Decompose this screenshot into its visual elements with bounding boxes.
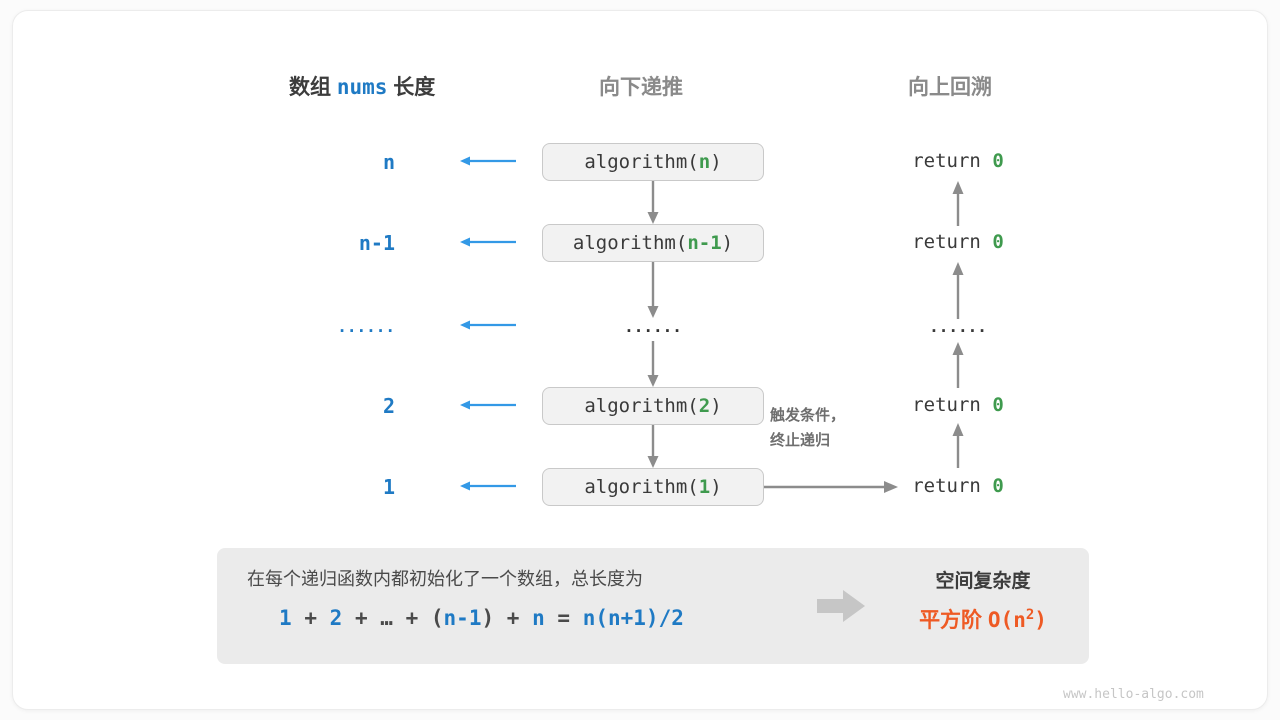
terminate-note-line-2: 终止递归 bbox=[770, 432, 831, 449]
down-arrow-4-to-5 bbox=[647, 425, 659, 468]
algorithm-call-arg: 2 bbox=[698, 395, 711, 417]
up-arrow-ellipsis-to-2 bbox=[952, 262, 964, 319]
paren-open: ( bbox=[687, 151, 699, 173]
paren-close: ) bbox=[721, 232, 734, 254]
length-label-row-3: ······ bbox=[337, 321, 395, 340]
length-label-row-1: n bbox=[382, 150, 395, 174]
return-keyword: return bbox=[912, 394, 981, 416]
return-value: 0 bbox=[992, 231, 1004, 253]
formula-term-13: n(n+1)/2 bbox=[582, 606, 684, 630]
header-backtrack-up: 向上回溯 bbox=[908, 76, 992, 99]
down-arrow-2-to-ellipsis bbox=[647, 262, 659, 318]
return-value: 0 bbox=[992, 475, 1004, 497]
down-arrow-ellipsis-to-4 bbox=[647, 341, 659, 387]
formula-term-5: … bbox=[380, 606, 393, 630]
formula-term-7: ( bbox=[430, 606, 444, 630]
return-value: 0 bbox=[992, 394, 1004, 416]
return-label-row-2: return 0 bbox=[878, 231, 1038, 253]
length-label-row-5: 1 bbox=[382, 475, 395, 499]
header-left-prefix: 数组 bbox=[289, 76, 331, 99]
up-arrow-4-to-ellipsis bbox=[952, 342, 964, 388]
header-left-code: nums bbox=[336, 75, 388, 99]
return-ellipsis-row-3: ······ bbox=[929, 321, 987, 340]
blue-arrow-row-1 bbox=[460, 156, 516, 166]
return-keyword: return bbox=[912, 475, 981, 497]
formula-term-8: n-1 bbox=[443, 606, 482, 630]
header-recurse-down: 向下递推 bbox=[599, 76, 683, 99]
paren-close: ) bbox=[710, 395, 722, 417]
return-label-row-4: return 0 bbox=[878, 394, 1038, 416]
paren-close: ) bbox=[710, 151, 722, 173]
header-array-length: 数组 nums 长度 bbox=[289, 71, 435, 101]
formula-term-6: + bbox=[405, 606, 419, 630]
algorithm-call-name: algorithm bbox=[584, 151, 688, 173]
formula-term-10: + bbox=[506, 606, 520, 630]
up-arrow-5-to-4 bbox=[952, 423, 964, 468]
algorithm-ellipsis-row-3: ······ bbox=[624, 321, 682, 340]
formula-term-3: 2 bbox=[329, 606, 343, 630]
up-arrow-2-to-1 bbox=[952, 181, 964, 226]
algorithm-box-row-2[interactable]: algorithm(n-1) bbox=[542, 224, 764, 262]
algorithm-call-name: algorithm bbox=[584, 395, 688, 417]
watermark: www.hello-algo.com bbox=[1063, 687, 1204, 702]
complexity-bigo-suffix: ) bbox=[1034, 608, 1047, 632]
summary-description: 在每个递归函数内都初始化了一个数组，总长度为 bbox=[247, 569, 643, 589]
return-value: 0 bbox=[992, 150, 1004, 172]
return-keyword: return bbox=[912, 150, 981, 172]
formula-term-9: ) bbox=[481, 606, 495, 630]
algorithm-call-arg: n bbox=[698, 151, 711, 173]
paren-open: ( bbox=[675, 232, 688, 254]
algorithm-box-row-1[interactable]: algorithm(n) bbox=[542, 143, 764, 181]
paren-close: ) bbox=[710, 476, 722, 498]
blue-arrow-row-2 bbox=[460, 237, 516, 247]
algorithm-call-arg: 1 bbox=[698, 476, 711, 498]
formula-term-4: + bbox=[354, 606, 368, 630]
complexity-bigo-exponent: 2 bbox=[1025, 607, 1035, 623]
return-keyword: return bbox=[912, 231, 981, 253]
summary-formula: 1 + 2 + … + (n-1) + n = n(n+1)/2 bbox=[279, 606, 684, 630]
complexity-title: 空间复杂度 bbox=[935, 571, 1031, 592]
figure-card: 数组 nums 长度 向下递推 向上回溯 n n-1 ······ 2 1 bbox=[12, 10, 1268, 710]
blue-arrow-row-5 bbox=[460, 481, 516, 491]
paren-open: ( bbox=[687, 395, 699, 417]
length-label-row-4: 2 bbox=[382, 394, 395, 418]
algorithm-call-name: algorithm bbox=[572, 232, 676, 254]
blue-arrow-row-4 bbox=[460, 400, 516, 410]
complexity-bigo-prefix: O(n bbox=[987, 608, 1026, 632]
return-label-row-5: return 0 bbox=[878, 475, 1038, 497]
return-label-row-1: return 0 bbox=[878, 150, 1038, 172]
down-arrow-1-to-2 bbox=[647, 181, 659, 224]
formula-term-12: = bbox=[557, 606, 571, 630]
blue-arrow-row-3 bbox=[460, 320, 516, 330]
complexity-order-label: 平方阶 bbox=[919, 609, 983, 632]
header-left-suffix: 长度 bbox=[393, 76, 436, 99]
formula-term-2: + bbox=[304, 606, 317, 630]
algorithm-call-arg: n-1 bbox=[687, 232, 722, 254]
result-arrow-icon bbox=[817, 590, 865, 622]
formula-term-11: n bbox=[532, 606, 545, 630]
complexity-value: 平方阶 O(n2) bbox=[877, 604, 1089, 634]
summary-panel: 在每个递归函数内都初始化了一个数组，总长度为 1 + 2 + … + (n-1)… bbox=[217, 548, 1089, 664]
terminate-condition-note: 触发条件， 终止递归 bbox=[770, 403, 890, 453]
formula-term-1: 1 bbox=[279, 606, 292, 630]
horizontal-arrow-to-return bbox=[764, 481, 898, 493]
algorithm-box-row-5[interactable]: algorithm(1) bbox=[542, 468, 764, 506]
algorithm-call-name: algorithm bbox=[584, 476, 688, 498]
length-label-row-2: n-1 bbox=[358, 231, 395, 255]
terminate-note-line-1: 触发条件， bbox=[770, 407, 846, 424]
algorithm-box-row-4[interactable]: algorithm(2) bbox=[542, 387, 764, 425]
paren-open: ( bbox=[687, 476, 699, 498]
